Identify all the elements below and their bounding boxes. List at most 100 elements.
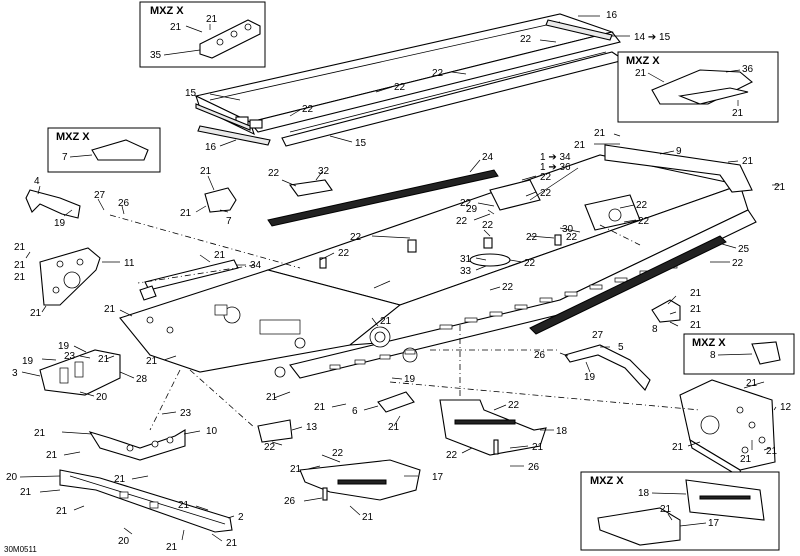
callout: 22 [502, 282, 514, 293]
callout: 5 [618, 342, 624, 353]
svg-text:17: 17 [708, 518, 720, 529]
callout: 21 [14, 272, 26, 283]
callout: 21 [34, 428, 46, 439]
inset-mxzx-mid-right: MXZ X 8 [683, 333, 795, 375]
svg-text:21: 21 [660, 504, 672, 515]
callout: 18 [556, 426, 568, 437]
callout: 19 [404, 374, 416, 385]
callout: 11 [124, 258, 135, 269]
bracket-32 [289, 179, 333, 197]
inset-mxzx-left: MXZ X 7 [47, 127, 161, 173]
callout: 22 [540, 172, 552, 183]
callout: 21 [690, 304, 702, 315]
rail-strip-15 [195, 103, 251, 131]
callout: 6 [352, 406, 358, 417]
inset-mxzx-top: MXZ X 21 21 35 [139, 1, 266, 68]
callout: 22 [446, 450, 458, 461]
callout: 22 [456, 216, 468, 227]
callout: 12 [780, 402, 792, 413]
callout: 21 [690, 288, 702, 299]
callout: 13 [306, 422, 318, 433]
inset-title: MXZ X [56, 131, 90, 143]
bar-5 [564, 344, 651, 391]
callout: 20 [6, 472, 18, 483]
callout: 22 [508, 400, 520, 411]
callout: 22 [638, 216, 650, 227]
plate-9 [604, 144, 753, 193]
callout: 19 [22, 356, 34, 367]
callout: 22 [394, 82, 406, 93]
callout: 20 [96, 392, 108, 403]
guide-lines [109, 214, 701, 431]
callout: 21 [30, 308, 42, 319]
callout: 21 [166, 542, 178, 553]
rail-strip-24 [267, 169, 499, 227]
bracket-8 [651, 299, 681, 323]
svg-text:21: 21 [732, 108, 744, 119]
callout: 20 [118, 536, 130, 547]
callout: 22 [432, 68, 444, 79]
callout: 29 [466, 204, 478, 215]
rail-2 [59, 469, 233, 533]
svg-text:8: 8 [710, 350, 716, 361]
callout: 22 [332, 448, 344, 459]
callout: 21 [746, 378, 758, 389]
callout: 1 ➔ 34 [540, 152, 571, 163]
callout: 21 [178, 500, 190, 511]
bracket-3 [39, 349, 121, 396]
callout: 23 [64, 351, 76, 362]
svg-text:21: 21 [170, 22, 182, 33]
callout: 21 [214, 250, 226, 261]
callout: 25 [738, 244, 750, 255]
callout: 22 [636, 200, 648, 211]
callout: 21 [774, 182, 786, 193]
callout: 21 [104, 304, 116, 315]
callout: 4 [34, 176, 40, 187]
tunnel-top-panel [194, 13, 626, 147]
catalog-code: 30M0511 [4, 545, 37, 554]
callout: 26 [118, 198, 130, 209]
inset-title: MXZ X [150, 5, 184, 17]
callout: 33 [460, 266, 472, 277]
bracket-13 [257, 419, 293, 443]
callout: 27 [94, 190, 106, 201]
callout: 21 [594, 128, 606, 139]
callout: 21 [740, 454, 752, 465]
bar-10 [88, 429, 186, 461]
plate-12 [679, 379, 776, 480]
callout: 27 [592, 330, 604, 341]
callout: 16 [205, 142, 217, 153]
callout: 19 [54, 218, 66, 229]
callout: 22 [526, 232, 538, 243]
callout: 21 [742, 156, 754, 167]
tunnel-main [119, 154, 757, 379]
bracket-17 [299, 459, 421, 501]
callout: 16 [606, 10, 618, 21]
svg-text:18: 18 [638, 488, 650, 499]
callout: 7 [226, 216, 232, 227]
svg-text:35: 35 [150, 50, 162, 61]
callout: 22 [460, 198, 472, 209]
callout: 10 [206, 426, 218, 437]
callout: 21 [200, 166, 212, 177]
callout: 22 [524, 258, 536, 269]
callout: 14 ➔ 15 [634, 32, 671, 43]
callout: 22 [520, 34, 532, 45]
bracket-4 [25, 189, 81, 219]
callout: 17 [432, 472, 444, 483]
callout: 21 [98, 354, 110, 365]
deck-holes [146, 304, 418, 378]
leader-lines [19, 15, 780, 542]
callout: 21 [56, 506, 68, 517]
inset-title: MXZ X [626, 55, 660, 67]
callout: 9 [676, 146, 682, 157]
callout: 21 [146, 356, 158, 367]
callout: 22 [302, 104, 314, 115]
callout: 22 [338, 248, 350, 259]
callout: 21 [574, 140, 586, 151]
bar-34 [139, 259, 239, 301]
callout: 26 [284, 496, 296, 507]
callout: 21 [14, 242, 26, 253]
callout: 28 [136, 374, 148, 385]
callout: 21 [690, 320, 702, 331]
